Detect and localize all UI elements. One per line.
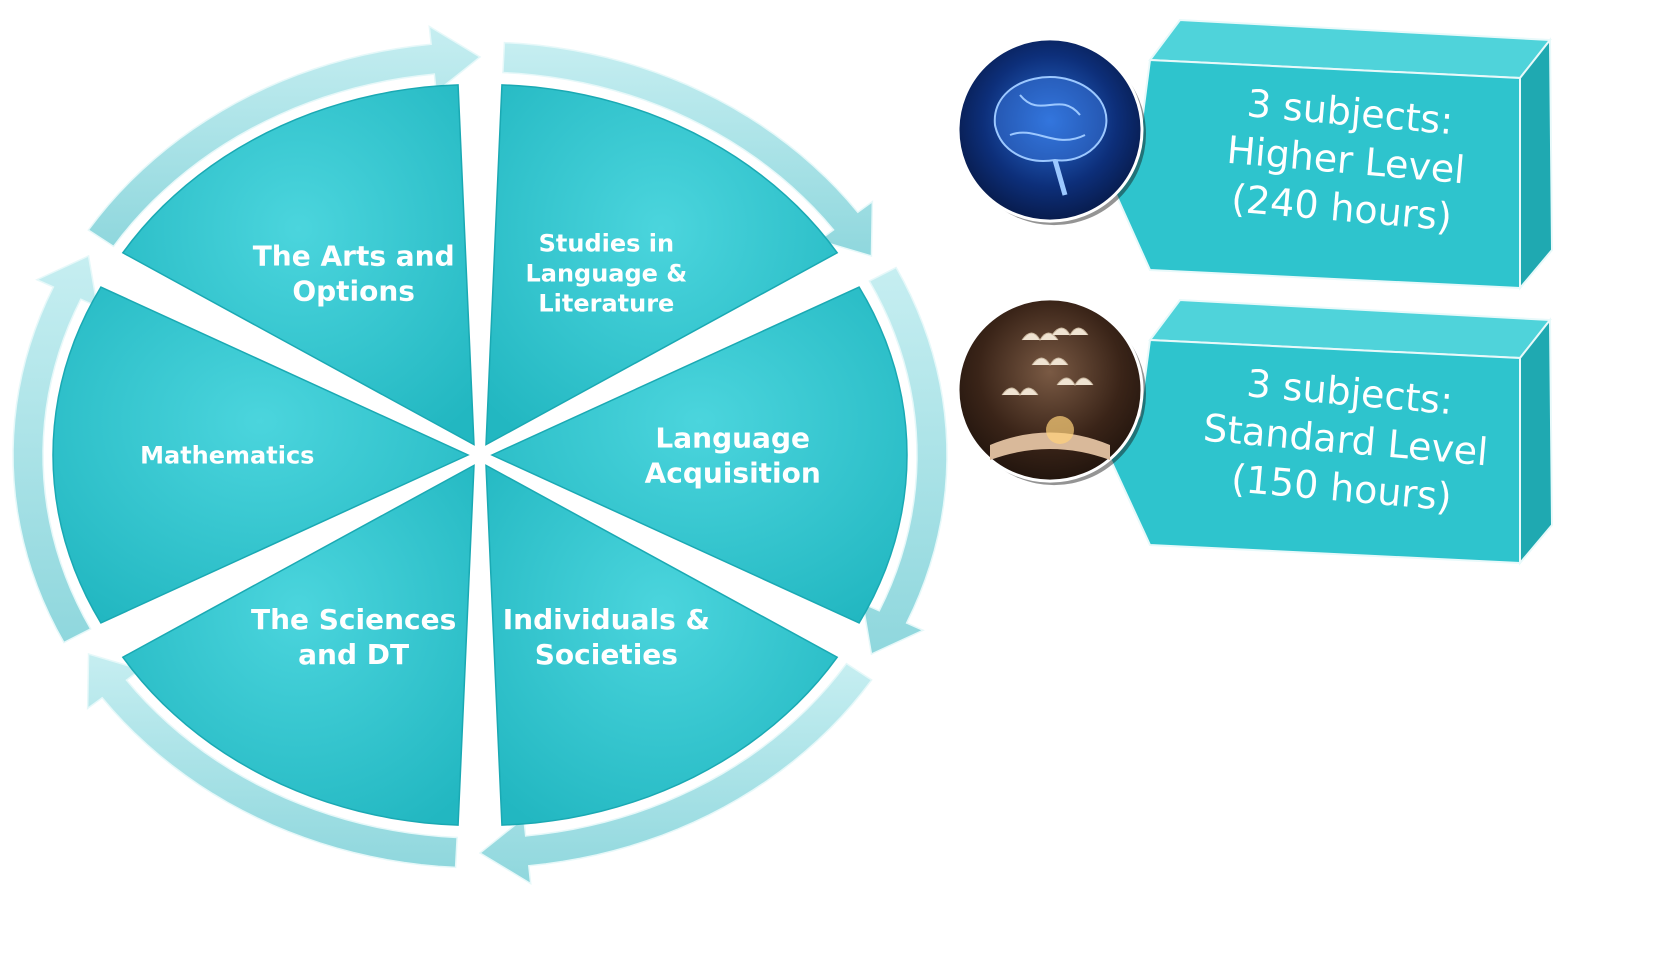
panel-standard-level: 3 subjects:Standard Level(150 hours) — [956, 297, 1554, 566]
cycle-arrow-2 — [861, 266, 948, 656]
cycle-arrow-5 — [12, 254, 99, 644]
segment-the-arts-and-options — [121, 84, 475, 446]
brain-icon — [993, 76, 1108, 196]
level-panels: 3 subjects:Higher Level(240 hours) 3 subj… — [956, 18, 1554, 566]
cycle-arrow-4 — [86, 653, 458, 869]
cycle-arrow-6 — [87, 24, 482, 248]
segment-individuals-and-societies — [485, 464, 839, 826]
flying-books-icon — [990, 327, 1110, 460]
panel-side-face — [1519, 37, 1554, 291]
panel-text-higher-level: 3 subjects:Higher Level(240 hours) — [1221, 80, 1471, 240]
segment-language-acquisition — [490, 286, 908, 624]
segment-label-mathematics: Mathematics — [140, 441, 314, 469]
flying-books-image — [956, 297, 1144, 483]
segment-studies-in-language-and-literature — [485, 84, 839, 446]
cycle-arrow-ring — [12, 24, 948, 886]
segment-label-individuals-and-societies: Individuals &Societies — [503, 603, 710, 671]
panel-front-face — [1108, 338, 1521, 565]
panel-higher-level: 3 subjects:Higher Level(240 hours) — [956, 18, 1554, 291]
segment-the-sciences-and-dt — [121, 464, 475, 826]
brain-image — [956, 37, 1144, 223]
cycle-arrow-1 — [502, 41, 874, 257]
panel-side-face — [1519, 317, 1554, 566]
segment-mathematics — [52, 286, 470, 624]
cycle-arrow-3 — [478, 662, 873, 886]
